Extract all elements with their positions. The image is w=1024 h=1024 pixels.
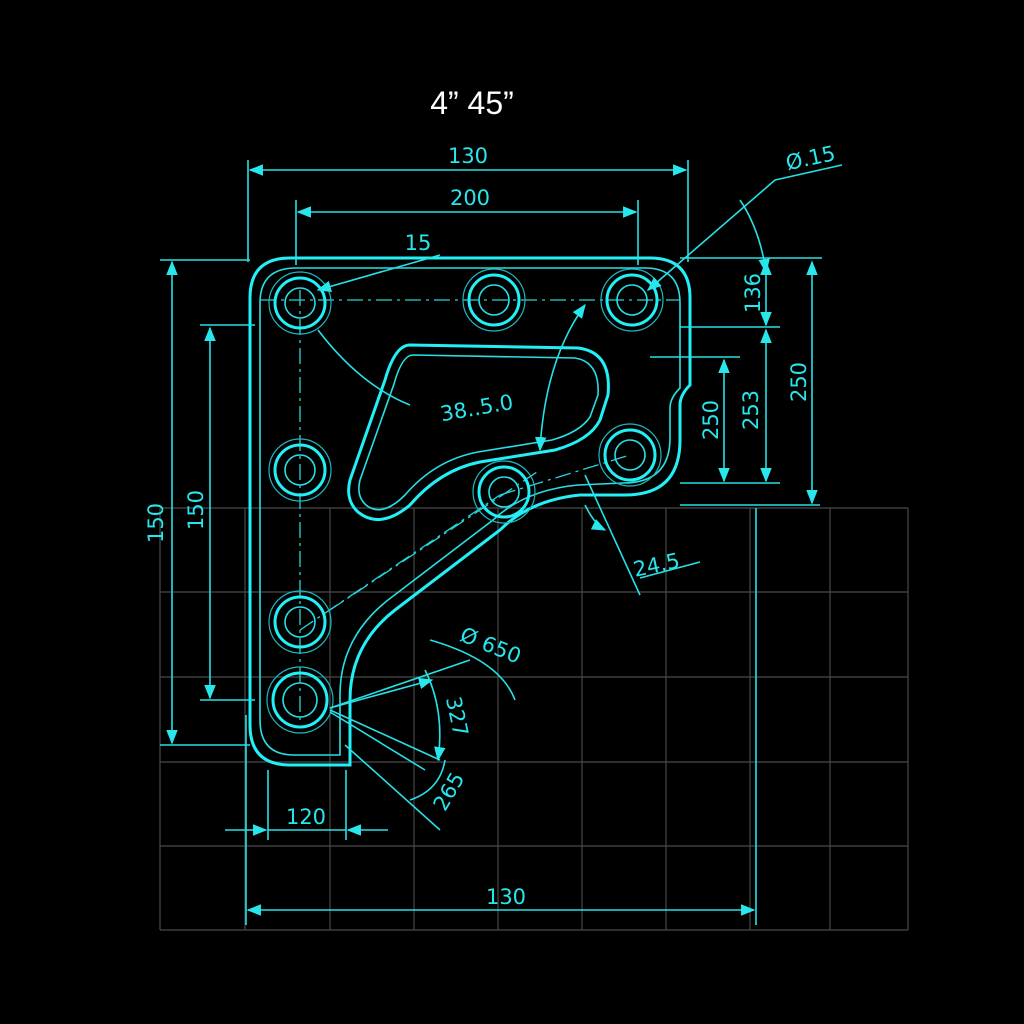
dim-text: 250: [699, 400, 723, 440]
dim-text: Ø.15: [784, 141, 838, 175]
dim-hole-diameter: Ø.15: [646, 141, 843, 291]
dim-right: 136 250 253 250: [650, 257, 822, 506]
hole: [268, 271, 332, 335]
hole: [268, 438, 332, 502]
background-grid: [159, 507, 909, 931]
dim-text: 38..5.0: [439, 390, 516, 426]
dim-text: 15: [405, 231, 432, 255]
hole: [266, 666, 334, 734]
dim-text: 150: [144, 503, 168, 543]
part-outline: [248, 256, 692, 767]
dim-text: 265: [429, 768, 470, 815]
hole: [600, 268, 664, 332]
dim-top-inner: 200: [295, 186, 639, 265]
dim-text: 200: [450, 186, 490, 210]
dim-text: 150: [184, 490, 208, 530]
dim-text: 130: [486, 885, 526, 909]
dim-text: 327: [441, 694, 473, 738]
dim-text: 130: [448, 144, 488, 168]
dim-bottom-120: 120: [225, 770, 388, 840]
dim-bottom-130: 130: [245, 508, 757, 925]
drawing-title: 4” 45”: [430, 85, 514, 121]
hole: [462, 268, 526, 332]
hole: [472, 460, 536, 524]
dim-text: 250: [787, 362, 811, 402]
dim-corner-radius: 15: [316, 231, 441, 292]
dim-text: 253: [739, 390, 763, 430]
holes: [266, 268, 664, 734]
dim-text: 136: [741, 273, 765, 313]
dim-text: 24.5: [631, 549, 682, 582]
hole: [268, 590, 332, 654]
dim-slot: 38..5.0: [317, 303, 586, 452]
dim-text: 120: [286, 805, 326, 829]
slot-cutout: [347, 343, 610, 521]
dim-left: 150 150: [144, 259, 255, 746]
hole: [598, 423, 662, 487]
dim-top-outer: 130: [247, 144, 689, 262]
